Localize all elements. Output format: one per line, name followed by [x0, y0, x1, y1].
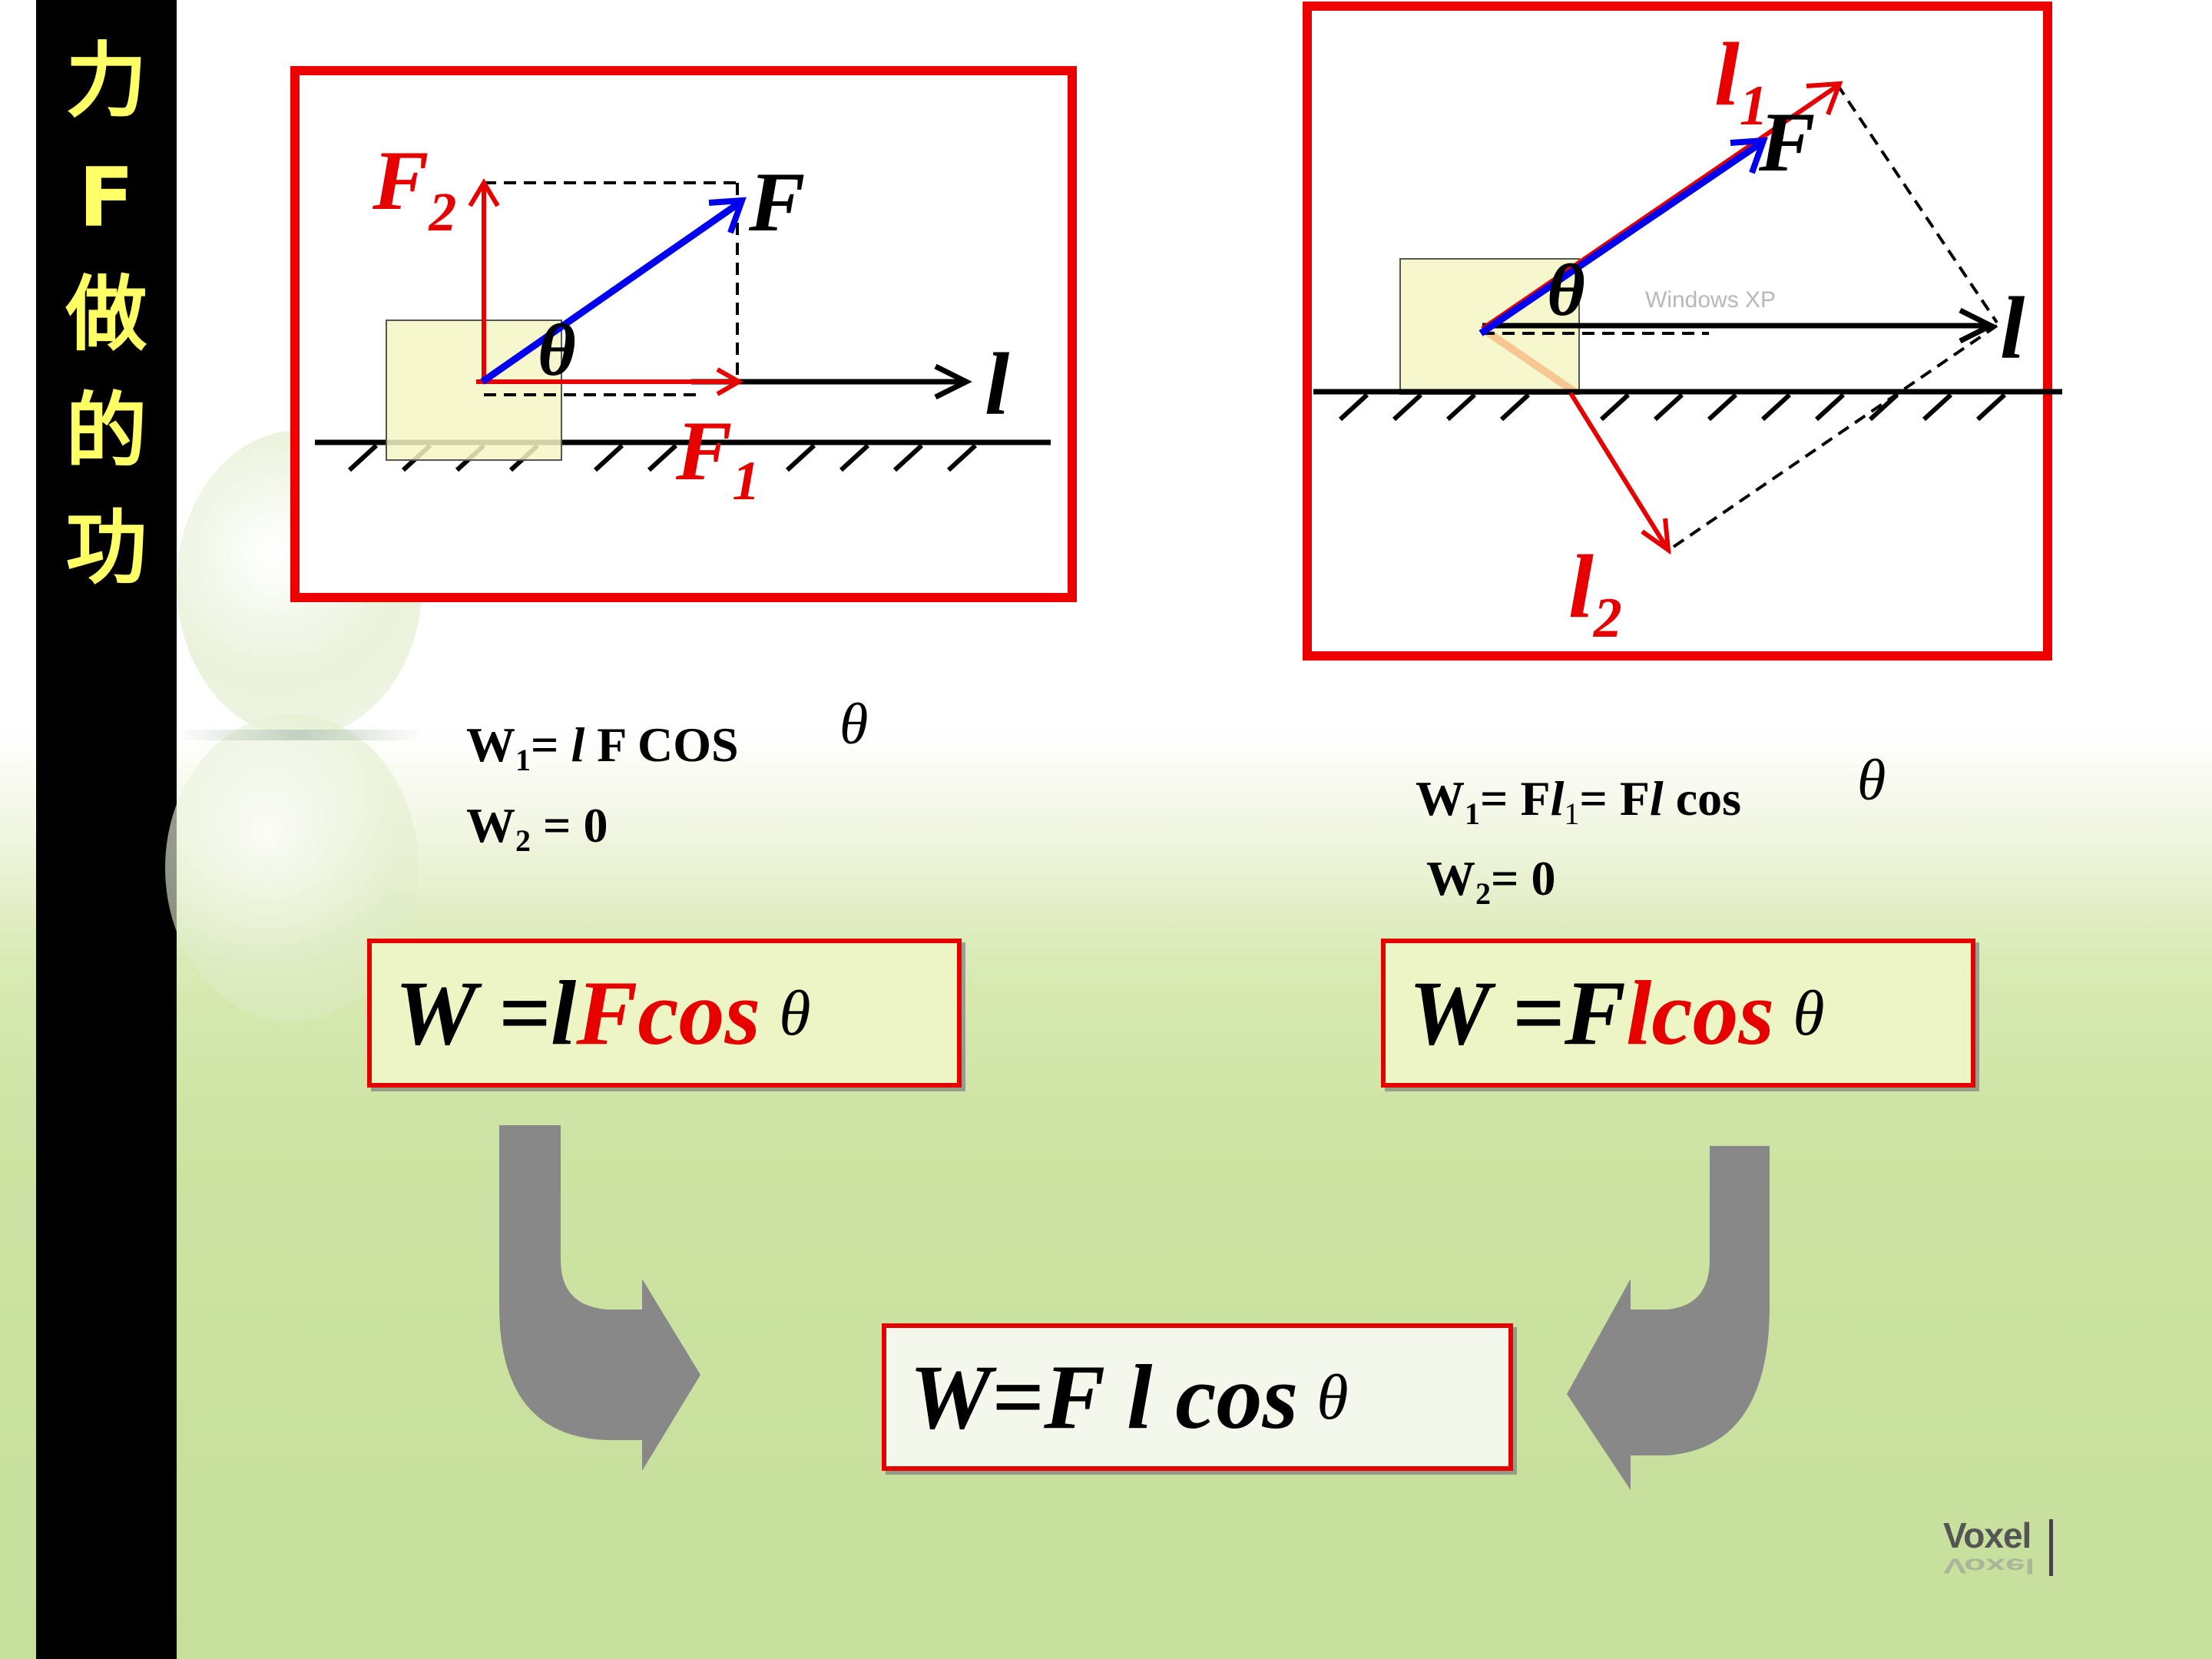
formula-right-part1: W =F: [1409, 962, 1626, 1064]
right-equation-line1: W1= Fl1= Fl cos: [1416, 771, 1741, 831]
right-equation-theta: θ: [1857, 748, 1886, 813]
background-streak: [177, 730, 422, 740]
logo-bar: [2049, 1519, 2053, 1576]
title-char: 功: [65, 501, 147, 595]
label-l2: l2: [1568, 536, 1622, 650]
left-equation-line1: W1= l F COS: [466, 717, 739, 777]
title-char: 的: [65, 384, 147, 478]
left-equation-line2: W2 = 0: [466, 798, 608, 858]
label-f1: F1: [676, 404, 760, 512]
label-theta: θ: [538, 309, 576, 391]
curved-arrow-left: [499, 1125, 700, 1471]
force-arrowhead: [708, 197, 747, 234]
force-arrowhead: [1730, 137, 1768, 174]
voxel-logo: Voxel: [1943, 1515, 2032, 1555]
formula-right-theta: θ: [1793, 977, 1825, 1049]
voxel-logo-reflection: Voxel: [1943, 1554, 2035, 1578]
displacement-arrowhead: [1959, 307, 1997, 344]
title-char: F: [78, 151, 134, 245]
label-l1: l1: [1714, 24, 1768, 137]
force-arrow: [1479, 140, 1763, 336]
ground-hatching: [1338, 392, 2007, 422]
dashed-components: [1482, 83, 1998, 553]
force-arrow: [480, 200, 742, 385]
formula-result-text: W=F l cos: [909, 1346, 1299, 1448]
label-displacement: l: [985, 336, 1010, 434]
formula-left-part1: W =l: [395, 962, 577, 1064]
sidebar: 力 F 做 的 功: [36, 0, 177, 1659]
formula-result-theta: θ: [1316, 1361, 1349, 1433]
formula-right-part2: lcos: [1625, 962, 1775, 1064]
sidebar-title: 力 F 做 的 功: [36, 23, 177, 607]
label-displacement: l: [2000, 280, 2025, 378]
dashed-components: [484, 181, 739, 396]
watermark-text: Windows XP: [1645, 287, 1777, 313]
displacement-arrowhead: [934, 363, 972, 400]
label-force: F: [1759, 95, 1816, 189]
left-equation-theta: θ: [839, 692, 869, 757]
label-f2: F2: [373, 134, 457, 243]
l2-arrowhead: [1641, 518, 1671, 555]
curved-arrow-right: [1567, 1146, 1770, 1490]
f2-arrowhead: [468, 178, 500, 207]
l2-arrow: [1568, 392, 1669, 549]
label-theta: θ: [1547, 249, 1585, 331]
formula-left-part2: Fcos: [576, 962, 761, 1064]
l1-arrowhead: [1806, 81, 1843, 116]
label-force: F: [749, 155, 806, 249]
f1-arrowhead: [716, 367, 744, 396]
right-equation-line2: W2= 0: [1426, 851, 1556, 911]
formula-left-theta: θ: [779, 977, 811, 1049]
title-char: 力: [65, 34, 147, 128]
title-char: 做: [65, 267, 147, 362]
projection-shadow: [1485, 328, 1577, 396]
